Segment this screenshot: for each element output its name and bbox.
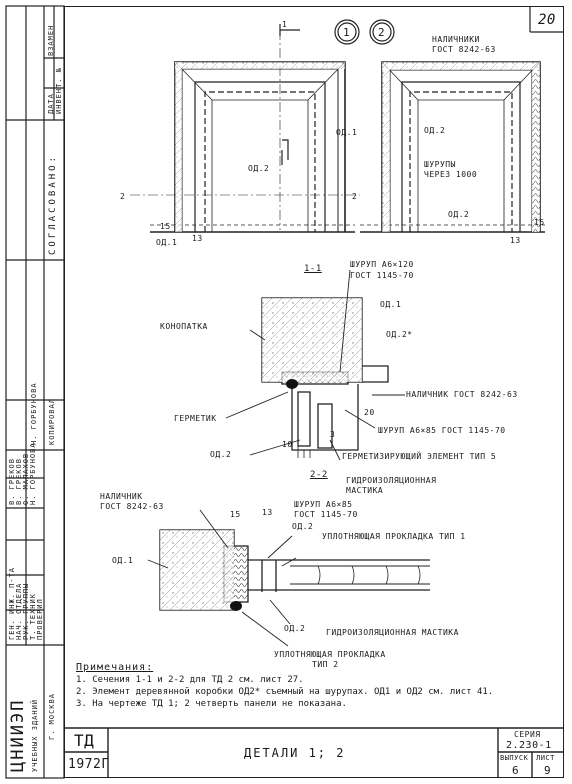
title-main: Детали 1; 2: [244, 746, 346, 760]
title-year: 1972г: [68, 757, 110, 772]
label-dim-13-b: 13: [510, 236, 521, 245]
label-dim-15-a: 15: [160, 222, 171, 231]
note-line-1: 1. Сечения 1-1 и 2-2 для ТД 2 см. лист 2…: [76, 675, 304, 685]
label-shurup-85: Шуруп А6×85 ГОСТ 1145-70: [378, 426, 506, 435]
label-shurupy: Шурупы: [424, 160, 456, 169]
label-nalichniki: Наличники: [432, 35, 480, 44]
sheet-number: 20: [538, 12, 556, 28]
label-cut-2-left: 2: [120, 192, 126, 201]
label-cut-1-top: 1: [282, 20, 288, 29]
label-dim-13-c: 13: [262, 508, 273, 517]
label-od1-elev1: ОД.1: [336, 128, 358, 137]
title-code: ТД: [74, 731, 95, 750]
label-nalichnik-2-gost: ГОСТ 8242-63: [100, 502, 164, 511]
label-shurup-120: Шуруп А6×120: [350, 260, 414, 269]
label-gidro-1: Гидроизоляционная: [346, 476, 437, 485]
notes-title: Примечания:: [76, 662, 154, 673]
note-line-3: 3. На чертеже ТД 1; 2 четверть панели не…: [76, 699, 347, 709]
label-od2-elev2: ОД.2: [424, 126, 446, 135]
label-germetik: Герметик: [174, 414, 217, 423]
label-cut-2-right: 2: [352, 192, 358, 201]
label-uplot-2: Уплотняющая прокладка: [274, 650, 386, 659]
note-line-2: 2. Элемент деревянной коробки ОД2* съемн…: [76, 687, 494, 697]
label-od2-star: ОД.2*: [386, 330, 413, 339]
title-list-label: Лист: [536, 754, 555, 762]
label-gidro-1b: мастика: [346, 486, 384, 495]
label-dim-20: 20: [364, 408, 375, 417]
label-uplot-2-type: тип 2: [312, 660, 339, 669]
label-uplot-1: Уплотняющая прокладка тип 1: [322, 532, 466, 541]
label-gidro-2: Гидроизоляционная мастика: [326, 628, 459, 637]
label-od2-elev2-b: ОД.2: [448, 210, 470, 219]
title-vypusk-label: Выпуск: [500, 754, 529, 762]
label-dim-15-c: 15: [230, 510, 241, 519]
label-dim-13-a: 13: [192, 234, 203, 243]
label-shurup-120-gost: ГОСТ 1145-70: [350, 271, 414, 280]
label-dim-3: 3: [330, 430, 336, 439]
label-konopatka: Конопатка: [160, 322, 208, 331]
label-shurup-85-b-gost: ГОСТ 1145-70: [294, 510, 358, 519]
label-od1-sec: ОД.1: [380, 300, 402, 309]
label-od1-bottom: ОД.1: [156, 238, 178, 247]
label-dim-15-b: 15: [534, 218, 545, 227]
label-od2-sec: ОД.2: [210, 450, 232, 459]
label-shurup-85-b: Шуруп А6×85: [294, 500, 353, 509]
label-od2-sec2: ОД.2: [292, 522, 314, 531]
section-marker-1: 1: [343, 26, 351, 39]
label-germ-element: Герметизирующий элемент тип 5: [342, 452, 497, 461]
label-od2-elev1: ОД.2: [248, 164, 270, 173]
label-nalichniki-gost: ГОСТ 8242-63: [432, 45, 496, 54]
title-series-label: Серия: [514, 730, 541, 739]
label-shurupy-step: через 1000: [424, 170, 478, 179]
section-marker-2: 2: [378, 26, 386, 39]
label-nalichnik-gost: Наличник ГОСТ 8242-63: [406, 390, 518, 399]
label-dim-10: 10: [282, 440, 293, 449]
notes-block: Примечания: 1. Сечения 1-1 и 2-2 для ТД …: [76, 662, 493, 710]
label-od1-sec2: ОД.1: [112, 556, 134, 565]
label-section-1-1: 1-1: [304, 264, 322, 274]
label-nalichnik-2: Наличник: [100, 492, 143, 501]
label-section-2-2: 2-2: [310, 470, 328, 480]
title-series: 2.230-1: [506, 740, 552, 751]
title-list: 9: [544, 764, 552, 777]
title-vypusk: 6: [512, 764, 520, 777]
label-od2-sec2-b: ОД.2: [284, 624, 306, 633]
